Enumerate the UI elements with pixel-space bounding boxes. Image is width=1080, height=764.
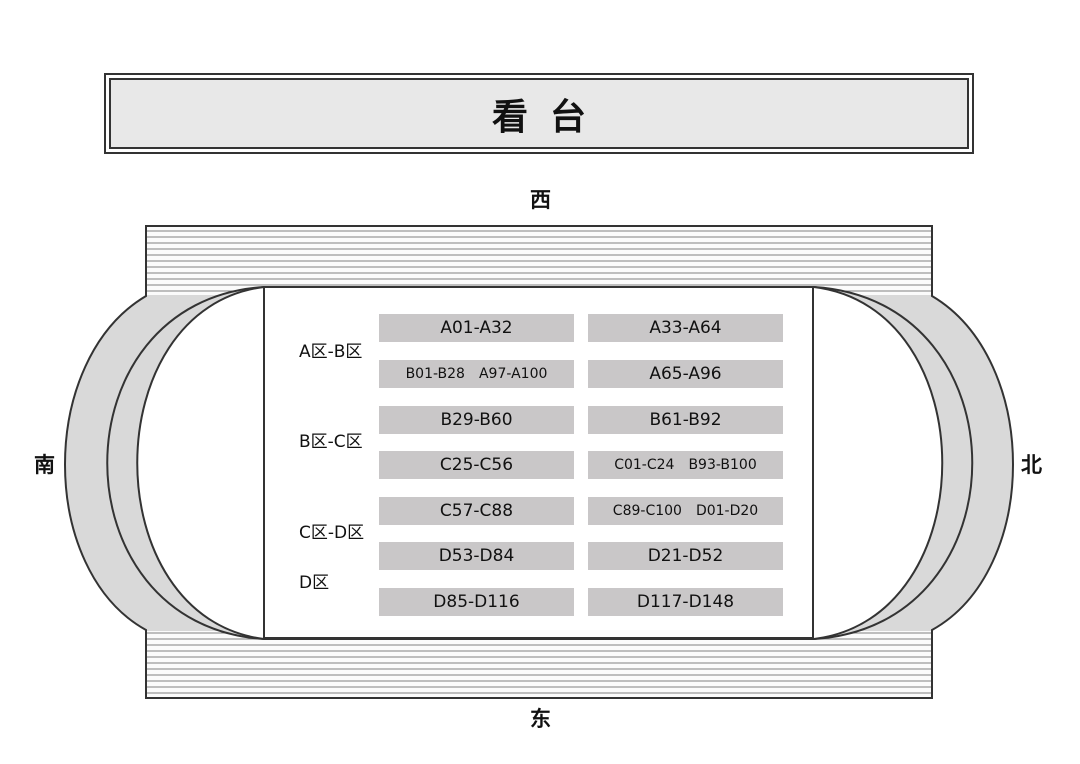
seat-block-left-3[interactable]: B29-B60 <box>379 406 574 434</box>
seat-block-label: A97-A100 <box>478 366 548 382</box>
compass-west: 西 <box>530 188 551 212</box>
seat-block-label: D117-D148 <box>636 592 735 612</box>
seat-block-left-7[interactable]: D85-D116 <box>379 588 574 616</box>
grandstand-panel: 看台 <box>109 78 969 149</box>
seat-block-right-1[interactable]: A33-A64 <box>588 314 783 342</box>
seat-block-label: C57-C88 <box>439 501 514 521</box>
seat-block-left-2[interactable]: B01-B28 A97-A100 <box>379 360 574 388</box>
seat-block-label: A01-A32 <box>440 318 513 338</box>
seat-block-right-7[interactable]: D117-D148 <box>588 588 783 616</box>
west-stand <box>147 227 931 295</box>
seat-block-left-5[interactable]: C57-C88 <box>379 497 574 525</box>
seat-block-label: D01-D20 <box>695 503 759 519</box>
zone-label-d: D区 <box>299 573 330 593</box>
seat-block-right-6[interactable]: D21-D52 <box>588 542 783 570</box>
seat-block-label: D85-D116 <box>433 592 520 612</box>
grandstand-title: 看台 <box>491 96 608 138</box>
compass-east: 东 <box>530 707 551 731</box>
compass-north: 北 <box>1021 453 1042 477</box>
compass-south: 南 <box>34 453 55 477</box>
seat-block-label: D53-D84 <box>438 546 515 566</box>
seat-block-label: C89-C100 <box>612 503 682 519</box>
seat-block-label: A33-A64 <box>649 318 722 338</box>
zone-label-b-c: B区-C区 <box>299 432 363 452</box>
seat-block-left-6[interactable]: D53-D84 <box>379 542 574 570</box>
zone-label-a-b: A区-B区 <box>299 342 363 362</box>
seat-block-right-4[interactable]: C01-C24 B93-B100 <box>588 451 783 479</box>
seat-block-right-3[interactable]: B61-B92 <box>588 406 783 434</box>
seat-block-label: C25-C56 <box>439 455 514 475</box>
seat-block-label: A65-A96 <box>649 364 722 384</box>
seat-block-left-4[interactable]: C25-C56 <box>379 451 574 479</box>
field-area: A区-B区 B区-C区 C区-D区 D区 A01-A32 B01-B28 A97… <box>263 286 814 639</box>
grandstand: 看台 <box>104 73 974 154</box>
seat-block-right-5[interactable]: C89-C100 D01-D20 <box>588 497 783 525</box>
seat-block-right-2[interactable]: A65-A96 <box>588 360 783 388</box>
seat-block-left-1[interactable]: A01-A32 <box>379 314 574 342</box>
seat-block-label: B29-B60 <box>440 410 513 430</box>
zone-label-c-d: C区-D区 <box>299 523 365 543</box>
seat-block-label: D21-D52 <box>647 546 724 566</box>
seat-block-label: C01-C24 <box>614 457 675 473</box>
east-stand <box>147 631 931 697</box>
seat-block-label: B93-B100 <box>688 457 757 473</box>
seat-block-label: B61-B92 <box>649 410 722 430</box>
seat-block-label: B01-B28 <box>405 366 465 382</box>
